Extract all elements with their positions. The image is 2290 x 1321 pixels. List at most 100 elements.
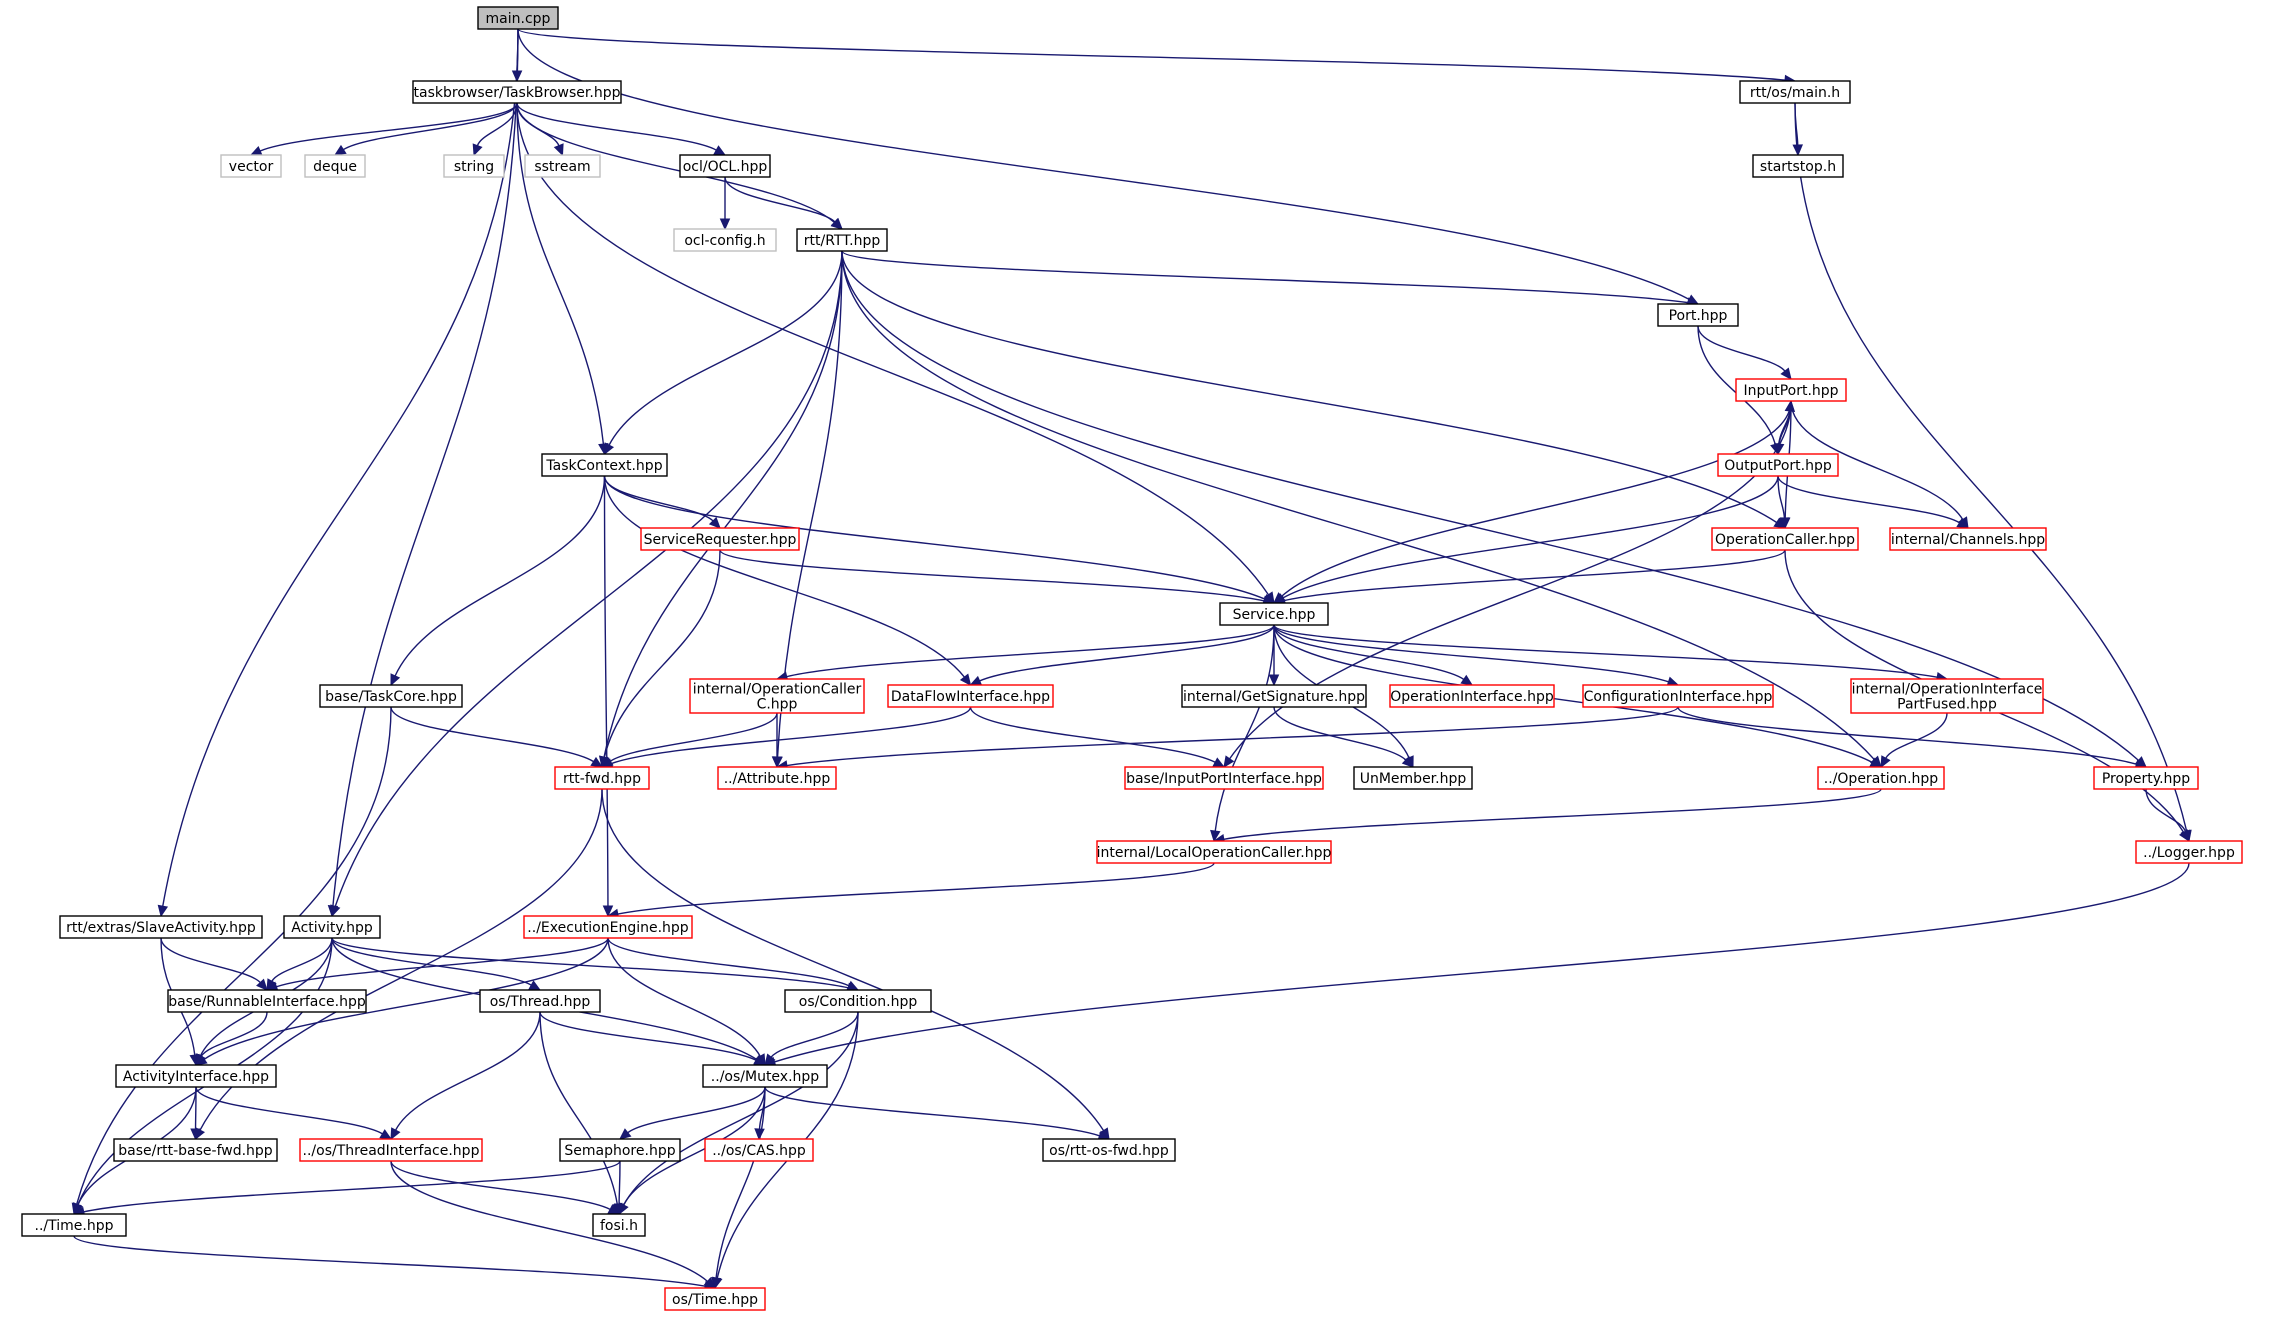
node-port[interactable]: Port.hpp <box>1657 303 1739 327</box>
node-box <box>1582 684 1774 708</box>
node-osthread[interactable]: os/Thread.hpp <box>479 989 601 1013</box>
node-label: Activity.hpp <box>291 920 373 936</box>
node-label: Port.hpp <box>1669 308 1728 324</box>
node-label: internal/LocalOperationCaller.hpp <box>1097 845 1332 861</box>
node-box <box>1657 303 1739 327</box>
edge-taskbrowser-to-ocl <box>516 102 727 156</box>
node-semaphore[interactable]: Semaphore.hpp <box>559 1138 681 1162</box>
node-unmember[interactable]: UnMember.hpp <box>1353 766 1473 790</box>
node-deque[interactable]: deque <box>304 154 366 178</box>
node-ocl[interactable]: ocl/OCL.hpp <box>679 154 771 178</box>
node-ostime[interactable]: os/Time.hpp <box>664 1287 766 1311</box>
node-oclconfig[interactable]: ocl-config.h <box>673 228 777 252</box>
edge-line <box>331 937 849 989</box>
node-service[interactable]: Service.hpp <box>1219 602 1329 626</box>
node-box <box>673 228 777 252</box>
node-property[interactable]: Property.hpp <box>2093 766 2199 790</box>
edge-rtt-to-operationcaller <box>841 250 1787 529</box>
node-attribute[interactable]: ../Attribute.hpp <box>717 766 837 790</box>
node-osrttosfwd[interactable]: os/rtt-os-fwd.hpp <box>1042 1138 1176 1162</box>
node-label: OperationCaller.hpp <box>1715 532 1855 548</box>
node-box <box>1752 154 1844 178</box>
node-fosi[interactable]: fosi.h <box>592 1213 646 1237</box>
node-taskcontext[interactable]: TaskContext.hpp <box>541 453 668 477</box>
edge-semaphore-to-fosi <box>613 1160 625 1216</box>
node-operation[interactable]: ../Operation.hpp <box>1817 766 1945 790</box>
node-execengine[interactable]: ../ExecutionEngine.hpp <box>523 915 693 939</box>
node-dataflow[interactable]: DataFlowInterface.hpp <box>887 684 1054 708</box>
node-label: ../Attribute.hpp <box>724 771 831 787</box>
edge-semaphore-to-time <box>72 1160 621 1217</box>
edge-line <box>343 102 518 151</box>
edge-arrowhead <box>764 1053 776 1066</box>
node-channels[interactable]: internal/Channels.hpp <box>1889 527 2047 551</box>
node-rttbasefwd[interactable]: base/rtt-base-fwd.hpp <box>113 1138 278 1162</box>
node-label: ocl/OCL.hpp <box>683 159 768 175</box>
node-label: os/Thread.hpp <box>490 994 591 1010</box>
edge-line <box>162 28 519 907</box>
edge-service-to-opinterface <box>1273 624 1474 686</box>
node-threadinterface[interactable]: ../os/ThreadInterface.hpp <box>299 1138 483 1162</box>
node-label: rtt/extras/SlaveActivity.hpp <box>66 920 256 936</box>
edge-line <box>770 1011 859 1058</box>
edge-line <box>715 1086 766 1279</box>
node-logger[interactable]: ../Logger.hpp <box>2135 840 2243 864</box>
node-rtt[interactable]: rtt/RTT.hpp <box>796 228 888 252</box>
node-box <box>167 989 367 1013</box>
node-box <box>702 1064 828 1088</box>
node-rttosmain[interactable]: rtt/os/main.h <box>1739 80 1851 104</box>
node-box <box>412 80 622 104</box>
node-label: Service.hpp <box>1233 607 1316 623</box>
node-localopcaller[interactable]: internal/LocalOperationCaller.hpp <box>1096 840 1332 864</box>
node-rttfwd[interactable]: rtt-fwd.hpp <box>554 766 650 790</box>
node-box <box>1389 684 1555 708</box>
node-osmutex[interactable]: ../os/Mutex.hpp <box>702 1064 828 1088</box>
node-main[interactable]: main.cpp <box>477 6 559 30</box>
edge-arrowhead <box>603 442 615 456</box>
edge-line <box>1794 102 2188 832</box>
node-label: ConfigurationInterface.hpp <box>1584 689 1773 705</box>
node-sstream[interactable]: sstream <box>524 154 601 178</box>
node-opinterface[interactable]: OperationInterface.hpp <box>1389 684 1555 708</box>
graph-nodes: main.cpp taskbrowser/TaskBrowser.hpp rtt/o… <box>21 6 2243 1311</box>
edge-taskbrowser-to-string <box>472 102 518 157</box>
node-oscas[interactable]: ../os/CAS.hpp <box>704 1138 814 1162</box>
node-label: main.cpp <box>486 11 551 27</box>
node-runnable[interactable]: base/RunnableInterface.hpp <box>167 989 367 1013</box>
node-taskbrowser[interactable]: taskbrowser/TaskBrowser.hpp <box>412 80 622 104</box>
edge-line <box>1273 624 1669 683</box>
node-label: Property.hpp <box>2102 771 2190 787</box>
node-outputport[interactable]: OutputPort.hpp <box>1717 453 1839 477</box>
node-time[interactable]: ../Time.hpp <box>21 1213 127 1237</box>
node-operationcaller[interactable]: OperationCaller.hpp <box>1711 527 1859 551</box>
edge-basetaskcore-to-rttfwd <box>390 706 604 768</box>
node-inputport[interactable]: InputPort.hpp <box>1735 378 1847 402</box>
node-servicerequester[interactable]: ServiceRequester.hpp <box>640 527 800 551</box>
node-configinterface[interactable]: ConfigurationInterface.hpp <box>1582 684 1774 708</box>
node-basetaskcore[interactable]: base/TaskCore.hpp <box>319 684 463 708</box>
edge-line <box>608 250 843 446</box>
edge-line <box>271 937 333 982</box>
node-getsignature[interactable]: internal/GetSignature.hpp <box>1181 684 1367 708</box>
node-oscondition[interactable]: os/Condition.hpp <box>784 989 932 1013</box>
node-box <box>304 154 366 178</box>
node-activity[interactable]: Activity.hpp <box>283 915 381 939</box>
node-startstop[interactable]: startstop.h <box>1752 154 1844 178</box>
node-string[interactable]: string <box>443 154 505 178</box>
node-activityinterface[interactable]: ActivityInterface.hpp <box>115 1064 277 1088</box>
node-vector[interactable]: vector <box>220 154 282 178</box>
edge-localopcaller-to-execengine <box>606 862 1215 920</box>
edge-line <box>1885 712 1948 759</box>
edge-line <box>1273 624 1938 678</box>
node-box <box>1889 527 2047 551</box>
edge-arrowhead <box>1212 757 1226 768</box>
node-box <box>115 1064 277 1088</box>
edge-slaveactivity-to-runnable <box>160 937 268 991</box>
node-inputportinterface[interactable]: base/InputPortInterface.hpp <box>1124 766 1324 790</box>
edge-arrowhead <box>959 673 972 686</box>
node-box <box>1739 80 1851 104</box>
node-box <box>1817 766 1945 790</box>
node-slaveactivity[interactable]: rtt/extras/SlaveActivity.hpp <box>59 915 263 939</box>
